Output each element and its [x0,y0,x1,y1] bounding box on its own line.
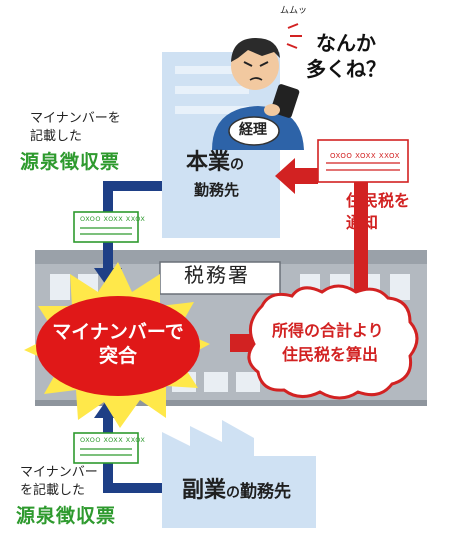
mumble-text: ムムッ [280,6,308,16]
top-note-title: 源泉徴収票 [20,151,121,173]
tax-office-sign [159,261,281,295]
calc-line-1: 所得の合計より [272,321,384,340]
main-job-word: 本業 [186,150,231,175]
main-job-particle: の [230,157,245,173]
speech-line-2: 多くね？ [306,57,386,81]
side-job-name: 副業の勤務先 [182,478,291,503]
side-job-particle: の [226,485,241,501]
mynumber-burst [24,262,210,428]
mynumber-line-2: 突合 [98,345,137,367]
accountant-badge [228,116,280,146]
bottom-note-title: 源泉徴収票 [16,505,117,527]
side-job-building [162,420,316,528]
badge-label: 経理 [239,122,267,138]
notify-line-1: 住民税を [346,191,411,210]
top-slip-code: OXOO XOXX XXOX [80,215,146,223]
arrow-calc-to-notice [354,182,368,302]
notice-doc-code: OXOO XOXX XXOX [330,152,400,160]
top-note-line-2: 記載した [30,129,83,144]
calc-line-2: 住民税を算出 [282,345,379,364]
main-job-workplace: 勤務先 [194,181,240,199]
tax-office-label: 税務署 [184,263,250,287]
bottom-note-line-1: マイナンバー [20,465,98,480]
main-job-name: 本業の [186,150,244,175]
top-note-line-1: マイナンバーを [30,111,121,126]
speech-line-1: なんか [316,31,376,55]
top-withholding-slip [73,211,139,243]
bottom-note-line-2: を記載した [20,483,86,498]
bottom-withholding-slip [73,432,139,464]
notify-line-2: 通知 [346,213,379,232]
burst-core [36,296,200,396]
notice-document [317,139,409,183]
side-job-word: 副業 [182,478,227,503]
bottom-slip-code: OXOO XOXX XXOX [80,436,146,444]
side-job-workplace: 勤務先 [240,482,292,502]
arrow-notice-to-main-job [275,158,318,194]
calc-cloud [247,284,419,400]
mynumber-line-1: マイナンバーで [52,321,184,343]
